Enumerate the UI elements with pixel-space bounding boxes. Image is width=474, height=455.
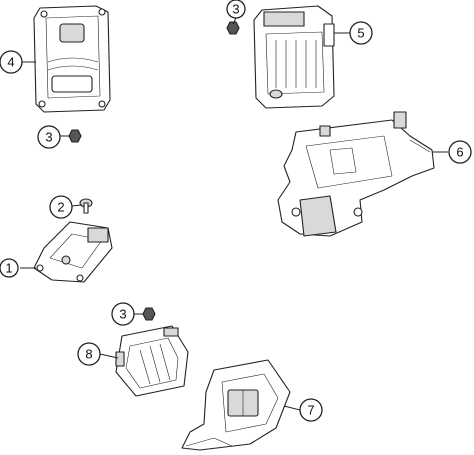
callout-6: 6	[448, 140, 472, 164]
callout-1: 1	[0, 258, 19, 278]
leader-8	[99, 353, 119, 359]
svg-text:7: 7	[307, 403, 314, 418]
leader-2	[71, 204, 83, 207]
svg-text:3: 3	[232, 2, 239, 17]
leader-7	[283, 405, 301, 411]
svg-text:5: 5	[357, 26, 364, 41]
part-1-module	[33, 221, 113, 283]
svg-text:4: 4	[7, 55, 14, 70]
part-7-bracket	[181, 359, 291, 451]
callout-7: 7	[299, 398, 323, 422]
callout-3-mid: 3	[37, 125, 61, 149]
part-3-nut-c	[142, 307, 156, 321]
part-2-screw	[79, 198, 93, 214]
callout-4: 4	[0, 50, 23, 74]
callout-3-top: 3	[226, 0, 246, 19]
part-8-module	[115, 325, 189, 397]
svg-text:2: 2	[57, 200, 64, 215]
svg-text:8: 8	[85, 347, 92, 362]
callout-3-low: 3	[111, 302, 135, 326]
callout-2: 2	[49, 195, 73, 219]
part-3-nut-b	[68, 129, 82, 143]
part-5-control-module	[253, 5, 335, 109]
leader-3a	[232, 17, 237, 25]
part-6-mounting-bracket	[277, 111, 435, 237]
svg-text:3: 3	[119, 307, 126, 322]
svg-text:3: 3	[45, 130, 52, 145]
svg-text:1: 1	[5, 261, 12, 276]
part-4-cover-plate	[33, 5, 111, 113]
callout-5: 5	[349, 21, 373, 45]
svg-text:6: 6	[456, 145, 463, 160]
callout-8: 8	[77, 342, 101, 366]
part-3-nut-a	[226, 21, 240, 35]
